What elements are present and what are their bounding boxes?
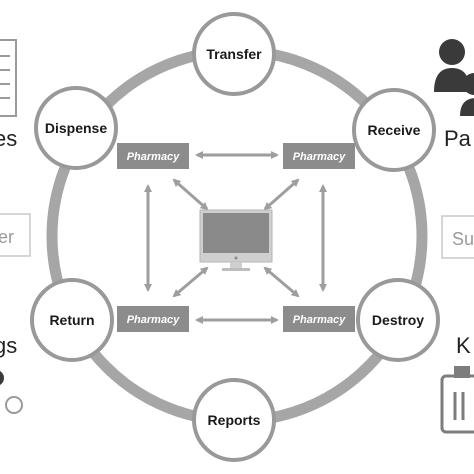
right-lower-label: K: [456, 333, 471, 358]
right-box-label: Su: [452, 229, 474, 249]
computer-monitor-icon: [199, 209, 273, 271]
pharmacy-bottom-right: Pharmacy: [283, 306, 355, 332]
patients-icon: [434, 39, 474, 116]
node-receive-label: Receive: [368, 122, 421, 138]
node-dispense: Dispense: [34, 86, 118, 170]
node-destroy: Destroy: [356, 278, 440, 362]
right-box: [441, 215, 474, 259]
node-reports-label: Reports: [208, 412, 261, 428]
arrow-diag-bottom-right: [263, 266, 300, 298]
pharmacy-label: Pharmacy: [293, 314, 346, 326]
document-list-icon: [0, 39, 17, 117]
left-lower-label: gs: [0, 333, 17, 358]
pills-icon: [0, 371, 23, 414]
node-return: Return: [30, 278, 114, 362]
arrow-diag-top-left: [172, 178, 209, 211]
pharmacy-label: Pharmacy: [127, 314, 180, 326]
pharmacy-label: Pharmacy: [127, 151, 180, 163]
arrow-diag-top-right: [263, 178, 300, 211]
node-reports: Reports: [192, 378, 276, 462]
arrow-diag-bottom-left: [172, 266, 209, 298]
pharmacy-label: Pharmacy: [293, 151, 346, 163]
node-return-label: Return: [49, 312, 94, 328]
right-edge-fragment: Pa Su K: [434, 39, 474, 434]
pharmacy-top-right: Pharmacy: [283, 143, 355, 169]
left-box-label: er: [0, 227, 14, 247]
medicine-bottle-icon: [440, 366, 474, 434]
right-upper-label: Pa: [444, 126, 472, 151]
left-edge-fragment: es er gs: [0, 39, 31, 414]
pharmacy-top-left: Pharmacy: [117, 143, 189, 169]
inner-arrows: [144, 151, 327, 324]
left-box: [0, 213, 31, 257]
node-transfer-label: Transfer: [206, 46, 262, 62]
node-dispense-label: Dispense: [45, 120, 107, 136]
pharmacy-bottom-left: Pharmacy: [117, 306, 189, 332]
left-upper-label: es: [0, 126, 17, 151]
node-transfer: Transfer: [192, 12, 276, 96]
node-receive: Receive: [352, 88, 436, 172]
node-destroy-label: Destroy: [372, 312, 424, 328]
